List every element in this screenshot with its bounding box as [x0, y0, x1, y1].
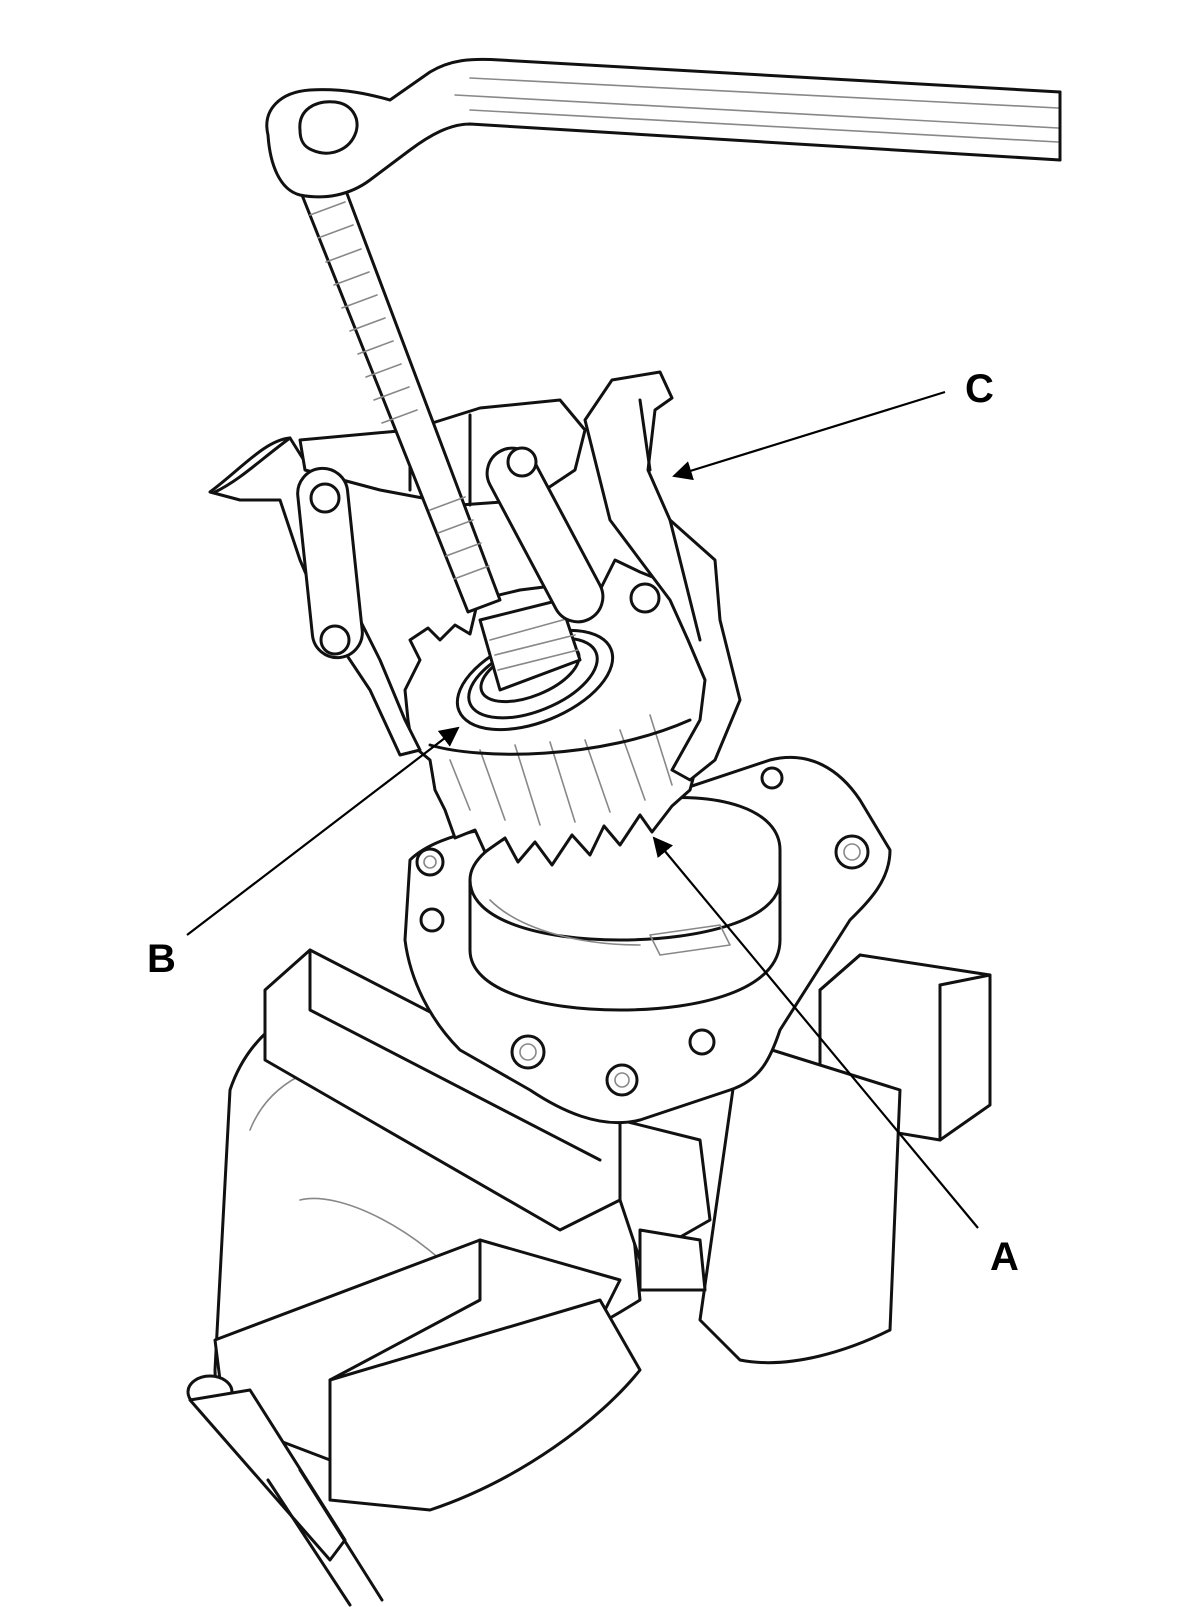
- callout-a: A: [652, 836, 1019, 1279]
- callout-label-b: B: [147, 937, 176, 981]
- leader-line-b: [186, 726, 460, 936]
- leader-line-c: [672, 390, 946, 481]
- box-wrench: [265, 57, 1062, 199]
- vise-handle: [186, 1374, 384, 1607]
- bearing-and-shaft: [455, 598, 615, 732]
- callout-b: B: [147, 726, 460, 981]
- callout-label-a: A: [990, 1235, 1019, 1279]
- bench-vise: [186, 948, 992, 1607]
- forcing-screw: [298, 173, 502, 614]
- leader-line-a: [652, 836, 979, 1229]
- callout-label-c: C: [965, 367, 994, 411]
- callout-c: C: [672, 367, 994, 481]
